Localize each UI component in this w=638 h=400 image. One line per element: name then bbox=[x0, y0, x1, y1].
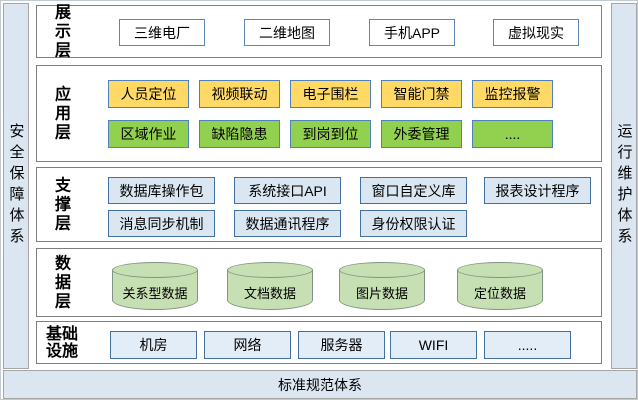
layer-infrastructure: 基础设施 机房 网络 服务器 WIFI ..... bbox=[36, 321, 602, 364]
layer-support-label: 支撑层 bbox=[52, 176, 69, 233]
infrastructure-box: 服务器 bbox=[298, 331, 385, 359]
application-box: 电子围栏 bbox=[290, 80, 371, 108]
presentation-box: 二维地图 bbox=[244, 19, 330, 46]
layer-presentation-label: 展示层 bbox=[52, 3, 69, 60]
support-box: 系统接口API bbox=[234, 177, 341, 204]
data-store-label: 关系型数据 bbox=[122, 286, 188, 301]
application-box: 人员定位 bbox=[108, 80, 189, 108]
layer-infrastructure-label: 基础设施 bbox=[46, 325, 79, 360]
infrastructure-box: ..... bbox=[484, 331, 571, 359]
data-store-label: 文档数据 bbox=[243, 286, 296, 301]
layer-support: 支撑层 数据库操作包 系统接口API 窗口自定义库 报表设计程序 消息同步机制 … bbox=[36, 167, 602, 242]
support-box: 数据库操作包 bbox=[108, 177, 215, 204]
left-system-bar-label: 安全保障体系 bbox=[7, 123, 25, 249]
cylinder-top bbox=[227, 262, 313, 278]
presentation-box: 三维电厂 bbox=[119, 19, 205, 46]
layer-application-label: 应用层 bbox=[52, 85, 69, 142]
left-system-bar: 安全保障体系 bbox=[3, 3, 29, 369]
bottom-system-bar: 标准规范体系 bbox=[3, 370, 637, 399]
application-box: 外委管理 bbox=[381, 120, 462, 148]
support-box: 数据通讯程序 bbox=[234, 210, 341, 237]
cylinder-top bbox=[457, 262, 543, 278]
application-box: .... bbox=[472, 120, 553, 148]
layer-data-label: 数据层 bbox=[52, 254, 69, 311]
application-box: 到岗到位 bbox=[290, 120, 371, 148]
layer-presentation: 展示层 三维电厂 二维地图 手机APP 虚拟现实 bbox=[36, 3, 602, 60]
right-system-bar: 运行维护体系 bbox=[611, 3, 637, 369]
database-cylinder: 关系型数据 bbox=[112, 262, 198, 310]
application-box: 缺陷隐患 bbox=[199, 120, 280, 148]
data-store-label: 定位数据 bbox=[473, 286, 526, 301]
application-box: 监控报警 bbox=[472, 80, 553, 108]
application-box: 智能门禁 bbox=[381, 80, 462, 108]
application-box: 区域作业 bbox=[108, 120, 189, 148]
support-box: 身份权限认证 bbox=[360, 210, 467, 237]
presentation-box: 手机APP bbox=[369, 19, 455, 46]
cylinder-top bbox=[339, 262, 425, 278]
infrastructure-box: 网络 bbox=[204, 331, 291, 359]
support-box: 窗口自定义库 bbox=[360, 177, 467, 204]
support-box: 消息同步机制 bbox=[108, 210, 215, 237]
data-store-label: 图片数据 bbox=[355, 286, 408, 301]
database-cylinder: 图片数据 bbox=[339, 262, 425, 310]
bottom-system-bar-label: 标准规范体系 bbox=[278, 376, 362, 393]
presentation-box: 虚拟现实 bbox=[493, 19, 579, 46]
application-box: 视频联动 bbox=[199, 80, 280, 108]
support-box: 报表设计程序 bbox=[484, 177, 591, 204]
infrastructure-box: WIFI bbox=[390, 331, 477, 359]
infrastructure-box: 机房 bbox=[110, 331, 197, 359]
database-cylinder: 文档数据 bbox=[227, 262, 313, 310]
cylinder-top bbox=[112, 262, 198, 278]
right-system-bar-label: 运行维护体系 bbox=[615, 123, 633, 249]
database-cylinder: 定位数据 bbox=[457, 262, 543, 310]
layer-application: 应用层 人员定位 视频联动 电子围栏 智能门禁 监控报警 区域作业 缺陷隐患 到… bbox=[36, 65, 602, 162]
layer-data: 数据层 关系型数据 文档数据 图片数据 定位数据 bbox=[36, 248, 602, 317]
